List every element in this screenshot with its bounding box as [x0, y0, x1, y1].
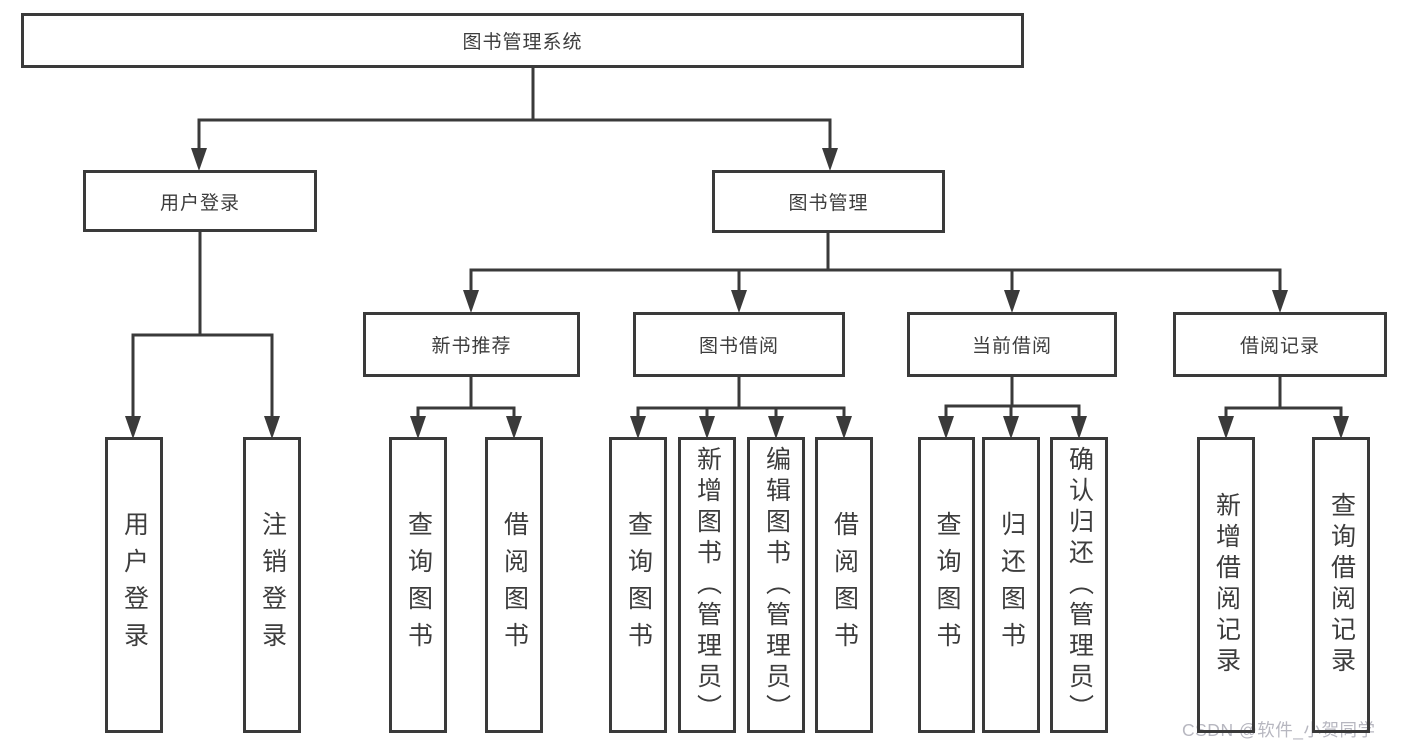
- node-label: 当前借阅: [971, 336, 1052, 357]
- node-label: 图书管理系统: [462, 32, 583, 53]
- leaf-borrow-books: 借阅图书: [815, 437, 873, 733]
- node-borrowing-records: 借阅记录: [1173, 312, 1387, 377]
- node-label: 查询图书: [933, 511, 961, 659]
- connector-newbook-to-leaves: [416, 373, 516, 421]
- node-label: 注销登录: [258, 511, 287, 659]
- leaf-add-borrow-record: 新增借阅记录: [1197, 437, 1255, 733]
- node-current-borrowing: 当前借阅: [907, 312, 1117, 377]
- leaf-query-books-recommend: 查询图书: [389, 437, 447, 733]
- node-label: 图书借阅: [698, 336, 779, 357]
- leaf-query-borrow-record: 查询借阅记录: [1312, 437, 1370, 733]
- leaf-user-login: 用户登录: [105, 437, 163, 733]
- connector-records-to-leaves: [1224, 373, 1343, 421]
- connector-current-to-leaves: [944, 373, 1081, 421]
- node-label: 新增图书（管理员）: [693, 445, 722, 725]
- connector-borrowing-to-leaves: [636, 373, 846, 421]
- node-label: 借阅图书: [830, 511, 859, 659]
- node-new-book-recommendation: 新书推荐: [363, 312, 580, 377]
- node-label: 新书推荐: [431, 336, 512, 357]
- connector-root-to-level2: [197, 64, 832, 154]
- node-label: 查询图书: [404, 511, 433, 659]
- node-book-borrowing: 图书借阅: [633, 312, 845, 377]
- connector-bookmgmt-to-level3: [469, 229, 1282, 296]
- node-label: 用户登录: [120, 511, 149, 659]
- node-user-login: 用户登录: [83, 170, 317, 232]
- node-label: 查询借阅记录: [1327, 492, 1356, 678]
- leaf-edit-books-admin: 编辑图书（管理员）: [747, 437, 805, 733]
- node-label: 编辑图书（管理员）: [762, 445, 791, 725]
- node-label: 新增借阅记录: [1212, 492, 1241, 678]
- arrowheads: [125, 148, 1349, 439]
- leaf-query-books-borrowing: 查询图书: [609, 437, 667, 733]
- leaf-query-books-current: 查询图书: [918, 437, 975, 733]
- connector-userlogin-to-leaves: [131, 228, 274, 421]
- node-book-management: 图书管理: [712, 170, 945, 233]
- node-label: 借阅图书: [500, 511, 529, 659]
- node-label: 确认归还（管理员）: [1065, 445, 1094, 725]
- node-label: 归还图书: [997, 511, 1026, 659]
- leaf-logout: 注销登录: [243, 437, 301, 733]
- leaf-confirm-return-admin: 确认归还（管理员）: [1050, 437, 1108, 733]
- csdn-watermark: CSDN @软件_小贺同学: [1182, 720, 1376, 740]
- node-label: 图书管理: [788, 193, 869, 214]
- node-library-management-system: 图书管理系统: [21, 13, 1024, 68]
- node-label: 用户登录: [159, 192, 240, 214]
- leaf-add-books-admin: 新增图书（管理员）: [678, 437, 736, 733]
- node-label: 查询图书: [624, 511, 653, 659]
- node-label: 借阅记录: [1239, 336, 1320, 357]
- leaf-return-books: 归还图书: [982, 437, 1040, 733]
- leaf-borrow-books-recommend: 借阅图书: [485, 437, 543, 733]
